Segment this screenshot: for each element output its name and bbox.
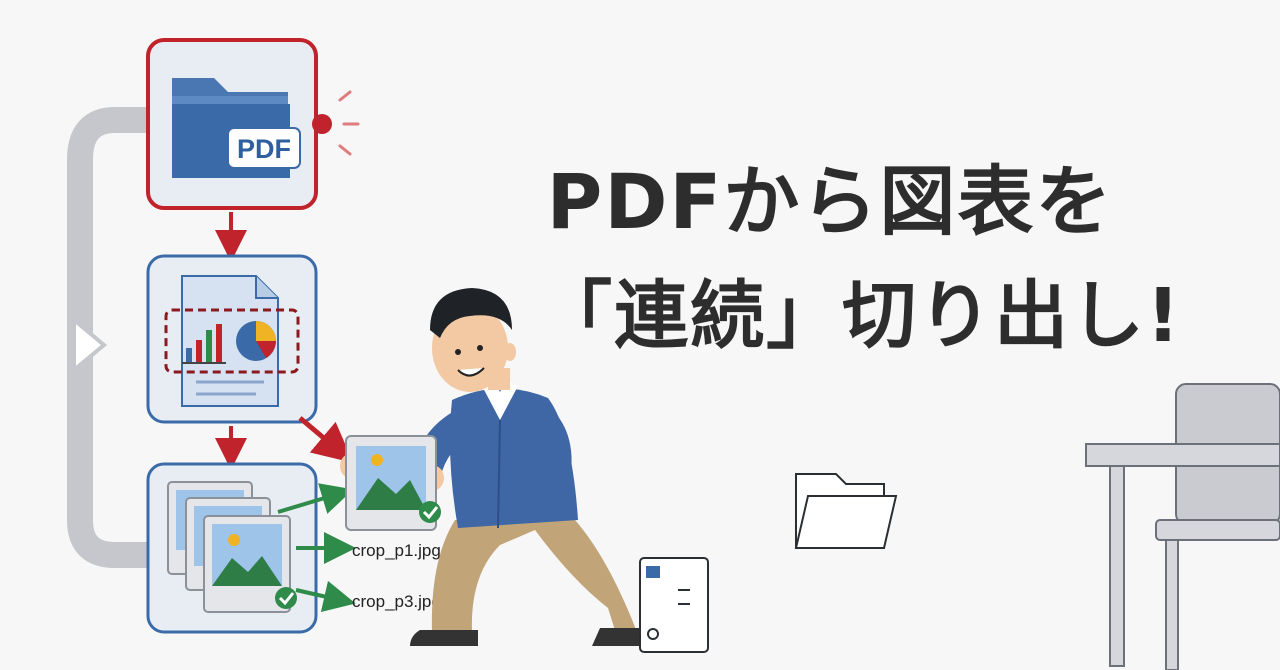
photo-check-icon <box>419 501 441 523</box>
pie-chart-icon <box>236 321 276 361</box>
pdf-label: PDF <box>237 134 291 164</box>
output-file-2: crop_p3.jpg <box>352 592 441 611</box>
open-folder-icon <box>794 473 898 549</box>
pdf-badge <box>227 127 301 169</box>
step-images-box <box>146 462 318 634</box>
crop-selection <box>164 308 300 374</box>
output-arrow-3 <box>295 580 356 613</box>
loop-arrow <box>67 107 163 568</box>
output-file-1: crop_p1.jpg <box>352 541 441 560</box>
headline-line-1: PDFから図表を <box>546 157 1114 246</box>
alert-dot-icon <box>312 114 332 134</box>
step-document-box <box>146 254 318 424</box>
desk-and-chair <box>1085 383 1280 670</box>
left-shoe <box>410 630 478 646</box>
bar-chart-icon <box>182 324 226 364</box>
output-arrow-1 <box>277 483 354 514</box>
step-pdf-box: PDF <box>146 38 360 210</box>
hair <box>430 288 512 338</box>
flow-arrow-diagonal <box>298 416 354 463</box>
headline-line-2: 「連続」切り出し! <box>538 273 1182 359</box>
person-figure <box>340 288 646 646</box>
binder-icon <box>639 557 709 653</box>
loop-arrow-head-icon <box>72 315 108 375</box>
image-stack-icon <box>167 481 291 613</box>
spark-icon <box>338 90 360 156</box>
check-icon <box>275 587 297 609</box>
held-photo <box>345 435 441 531</box>
right-shoe <box>592 628 646 646</box>
